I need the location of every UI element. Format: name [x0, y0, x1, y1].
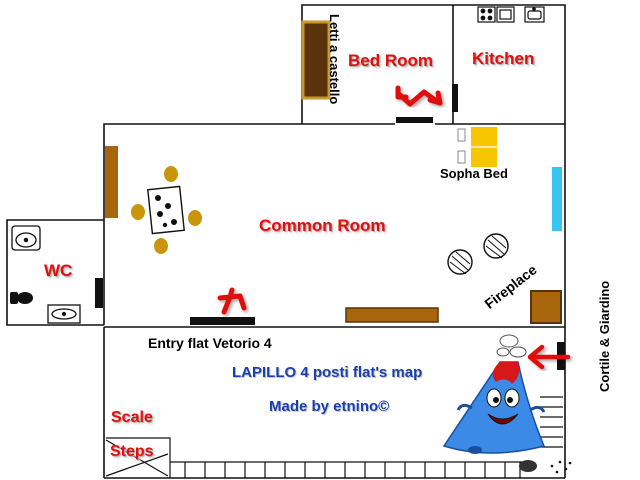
shower-icon	[47, 304, 81, 324]
stairs	[105, 396, 563, 478]
room-label-kitchen: Kitchen	[472, 49, 535, 68]
wc-door	[95, 278, 103, 308]
room-label-common-room: Common Room	[259, 216, 386, 235]
door-openings	[395, 122, 435, 127]
steps-label: Steps	[110, 443, 154, 460]
sofa-bed-label: Sopha Bed	[440, 166, 508, 181]
fireplace-icon	[447, 233, 509, 275]
bedroom-door-sill	[396, 117, 433, 123]
toilet-icon	[10, 292, 33, 304]
bunk-bed	[301, 20, 331, 100]
walls	[6, 4, 566, 479]
bunk-beds-label: Letti a castello	[327, 14, 342, 105]
sofa-pillow	[457, 128, 466, 142]
stove-icon	[477, 6, 496, 23]
fireplace-hearth	[530, 290, 562, 324]
plant-icon	[550, 460, 572, 474]
entry-label: Entry flat Vetorio 4	[148, 335, 272, 351]
sink-icon	[524, 6, 545, 23]
courtyard-arrow-icon	[527, 344, 571, 370]
sofa-pillow	[457, 150, 466, 164]
entry-door-sill	[190, 317, 255, 325]
bedroom-door-arrow-icon	[395, 85, 443, 107]
volcano-mascot-icon	[442, 334, 546, 472]
room-label-bed-room: Bed Room	[348, 51, 433, 70]
left-cabinet	[105, 146, 118, 218]
entry-arrow-icon	[217, 287, 247, 315]
map-title: LAPILLO 4 posti flat's map	[232, 364, 423, 381]
courtyard-label: Cortile & Giardino	[597, 280, 612, 392]
window	[552, 167, 562, 231]
scale-label: Scale	[111, 409, 153, 426]
washbasin-icon	[11, 225, 41, 251]
room-label-wc: WC	[44, 261, 73, 280]
sideboard	[345, 307, 439, 323]
bedroom-kitchen-door	[452, 84, 458, 112]
map-author: Made by etnino©	[269, 398, 390, 415]
oven-icon	[496, 6, 515, 23]
dining-table	[131, 166, 202, 254]
